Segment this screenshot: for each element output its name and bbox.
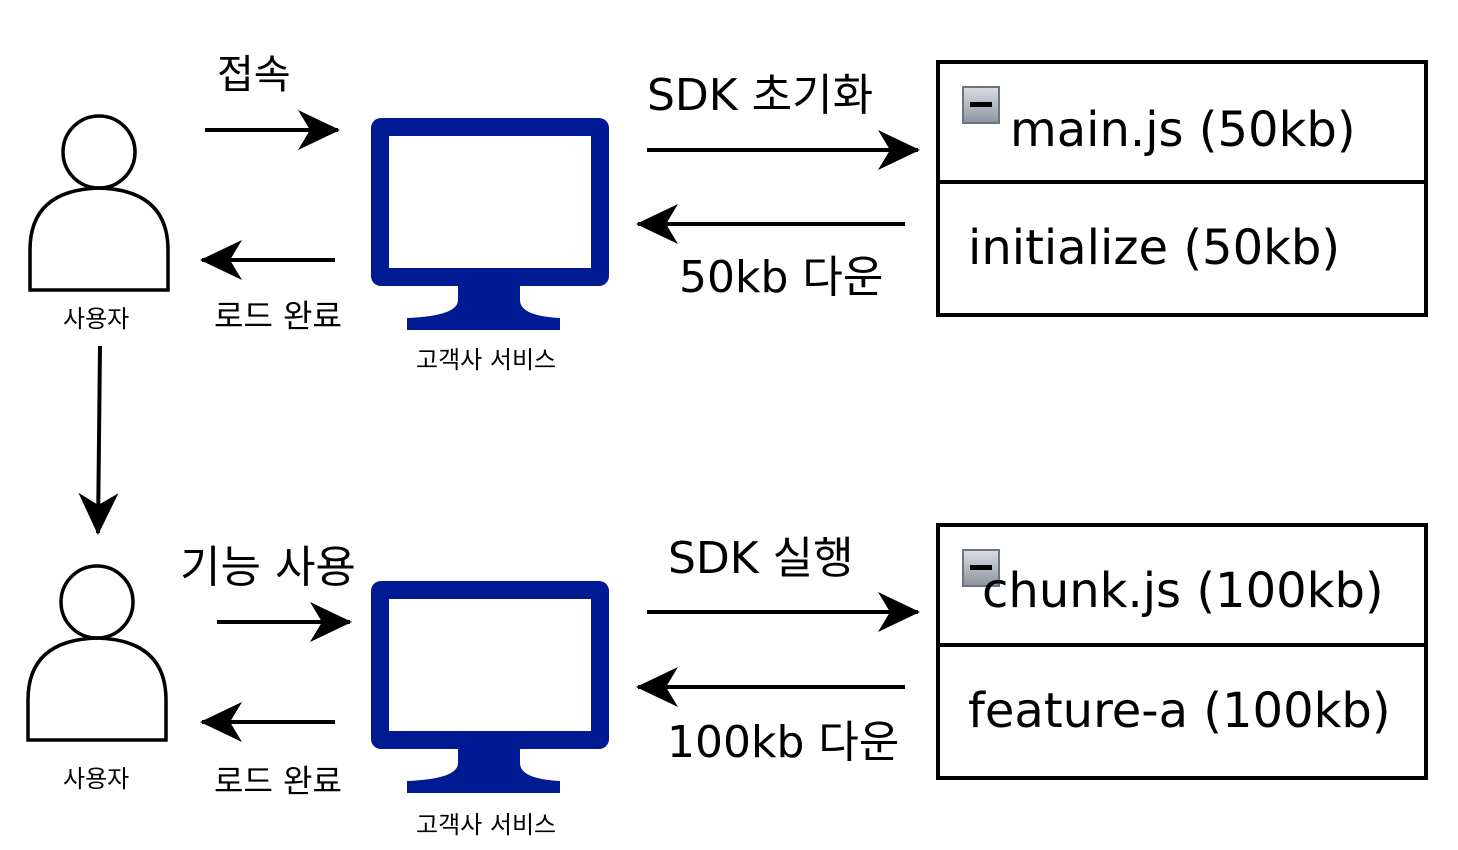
bundle-header: main.js (50kb) (1010, 102, 1356, 158)
user-label: 사용자 (63, 305, 130, 333)
sdk-init-label: SDK 초기화 (647, 70, 874, 121)
row-divider (940, 180, 1424, 184)
sdk-run-label: SDK 실행 (668, 533, 854, 584)
bundle-row: feature-a (100kb) (968, 683, 1391, 739)
download-label: 100kb 다운 (667, 717, 900, 768)
collapse-icon[interactable] (962, 86, 1000, 124)
user-label: 사용자 (63, 765, 130, 793)
load-done-label: 로드 완료 (214, 762, 342, 800)
download-label: 50kb 다운 (679, 252, 884, 303)
monitor-icon (371, 118, 609, 330)
next-step-arrow (78, 345, 119, 535)
bundle-row: initialize (50kb) (968, 220, 1341, 276)
user-icon (28, 114, 170, 292)
service-label: 고객사 서비스 (416, 346, 557, 374)
load-done-label: 로드 완료 (214, 297, 342, 335)
user-icon (26, 564, 168, 742)
use-label: 기능 사용 (180, 542, 356, 593)
collapse-icon[interactable] (962, 549, 1000, 587)
bundle-header: chunk.js (100kb) (982, 563, 1384, 619)
service-label: 고객사 서비스 (416, 811, 557, 839)
bundle-box-chunk: chunk.js (100kb) feature-a (100kb) (936, 523, 1428, 780)
row-divider (940, 643, 1424, 647)
bundle-box-main: main.js (50kb) initialize (50kb) (936, 60, 1428, 317)
connect-label: 접속 (217, 52, 291, 98)
monitor-icon (371, 581, 609, 793)
